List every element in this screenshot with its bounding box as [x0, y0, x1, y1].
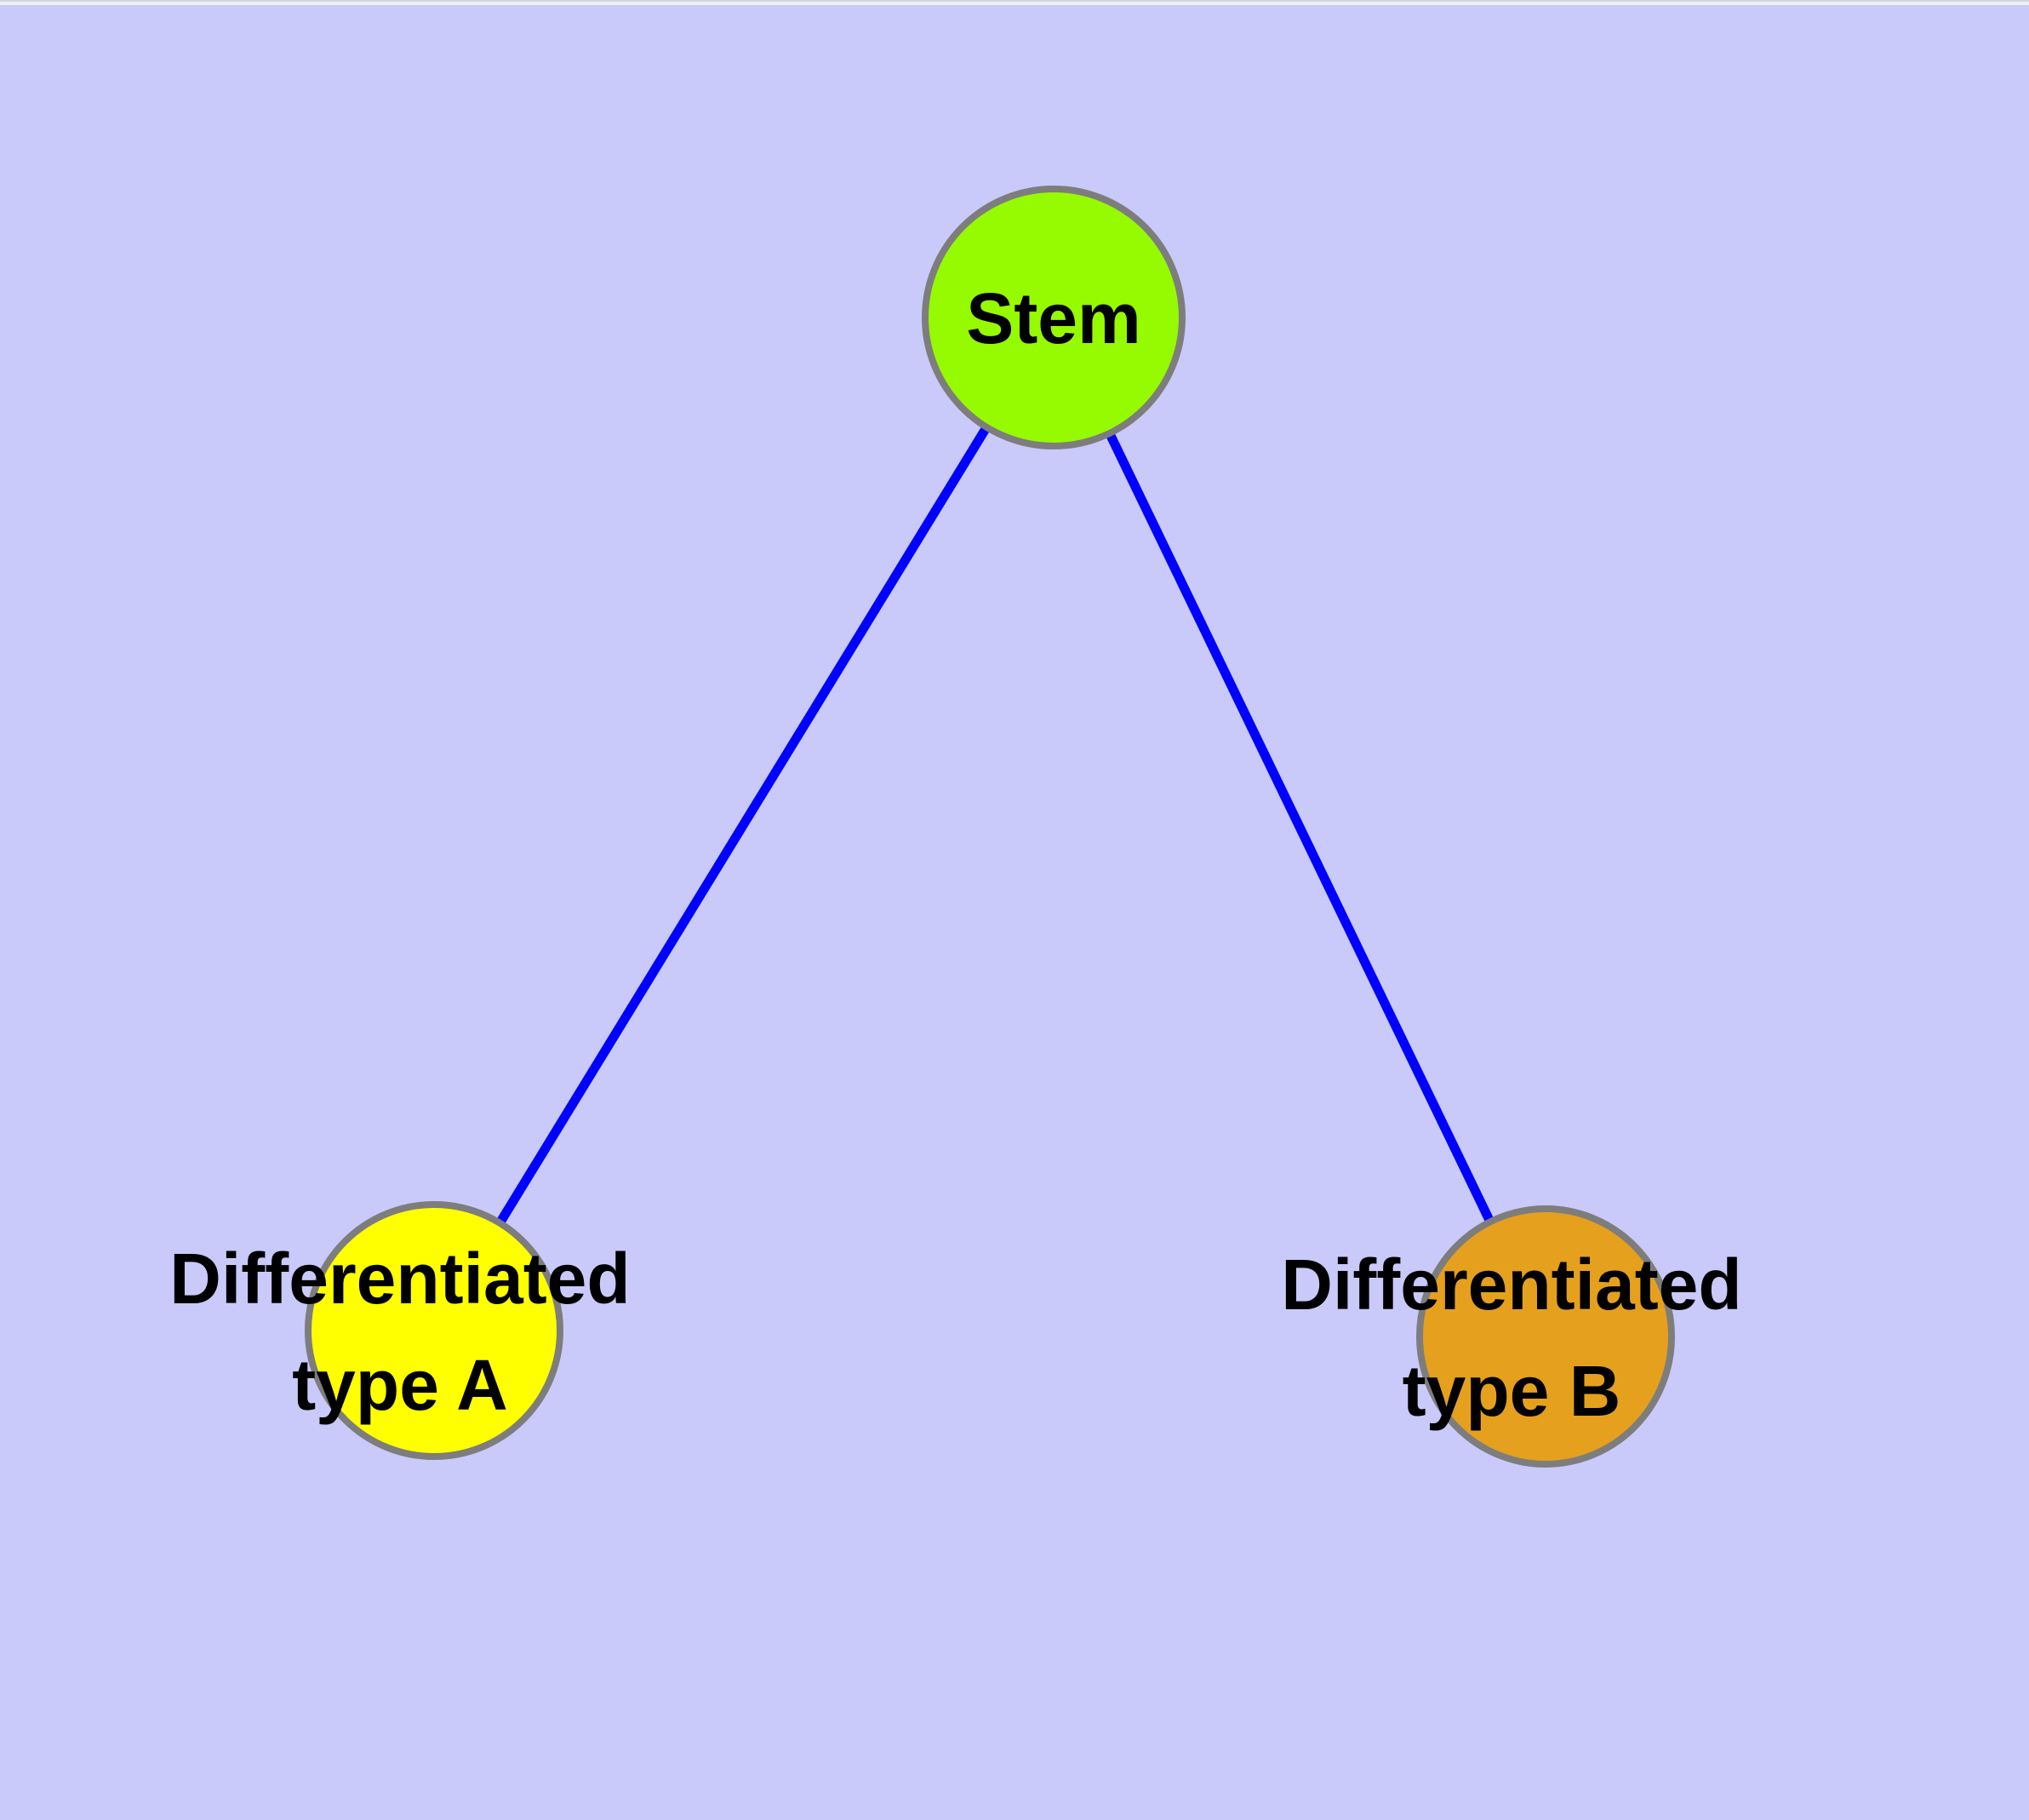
top-border-highlight — [0, 2, 2029, 5]
type-b-node-label-line1: Differentiated — [1281, 1245, 1741, 1325]
type-b-node — [1416, 1205, 1675, 1468]
edge-stem-to-type-b — [1049, 315, 1550, 1339]
stem-node-label: Stem — [966, 278, 1140, 358]
edge-stem-to-type-a — [430, 315, 1058, 1333]
type-b-node-label-line2: type B — [1403, 1351, 1621, 1431]
stem-node — [922, 186, 1186, 449]
type-a-node-label-line1: Differentiated — [169, 1239, 630, 1319]
top-border-line — [0, 0, 2029, 2]
type-a-node — [305, 1201, 563, 1460]
type-a-node-label-line2: type A — [292, 1345, 508, 1425]
